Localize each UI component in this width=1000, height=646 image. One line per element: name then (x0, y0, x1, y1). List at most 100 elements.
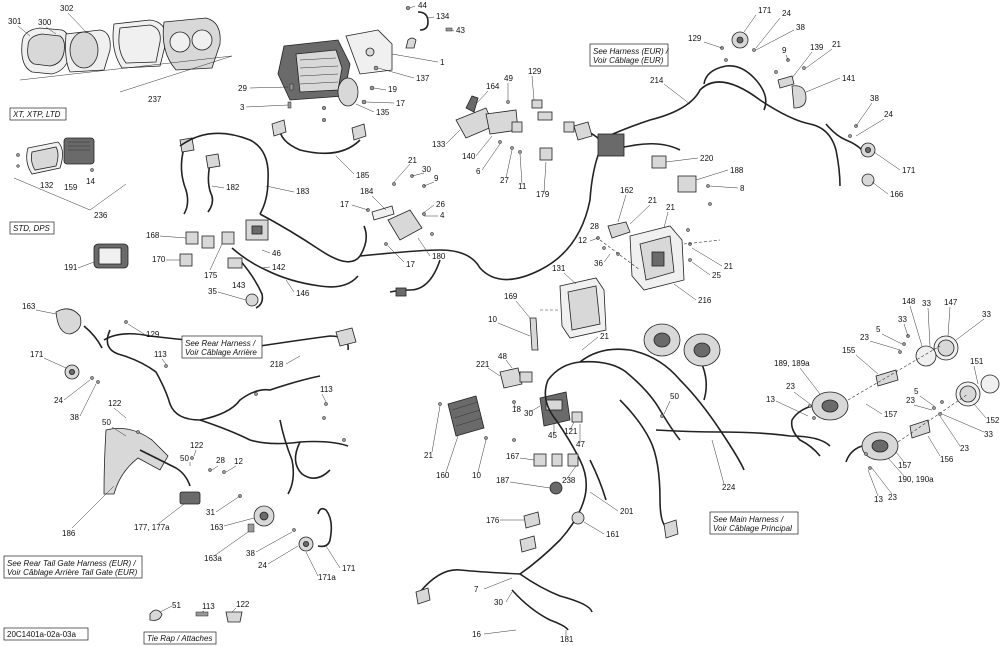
callout-185: 185 (356, 171, 370, 180)
svg-text:Voir Câblage Principal: Voir Câblage Principal (713, 524, 792, 533)
callout-19: 19 (388, 85, 397, 94)
switch-179 (539, 147, 553, 161)
callout-167: 167 (506, 452, 520, 461)
callout-12b: 12 (234, 457, 243, 466)
callout-238: 238 (562, 476, 576, 485)
callout-224: 224 (722, 483, 736, 492)
callout-181: 181 (560, 635, 574, 644)
svg-text:STD, DPS: STD, DPS (13, 224, 51, 233)
callout-30c: 30 (494, 598, 503, 607)
callout-3: 3 (240, 103, 245, 112)
light-171-right (860, 142, 876, 158)
svg-text:Tie Rap / Attaches: Tie Rap / Attaches (147, 634, 212, 643)
bracket-155 (875, 369, 899, 387)
callout-50a: 50 (102, 418, 111, 427)
ring-147 (933, 335, 959, 361)
callout-16: 16 (472, 630, 481, 639)
bracket-169 (529, 317, 539, 351)
callout-26: 26 (436, 200, 445, 209)
callout-1: 1 (440, 58, 445, 67)
tail-gate-group: 50 122 50 28 12 31 186 177, 177a 163 163… (3, 418, 356, 582)
bracket-221 (499, 367, 523, 389)
svg-text:See Rear Harness /: See Rear Harness / (185, 339, 256, 348)
callout-30: 30 (422, 165, 431, 174)
callout-159: 159 (64, 183, 78, 192)
callout-148: 148 (902, 297, 916, 306)
callout-113c: 113 (202, 602, 215, 611)
callout-38-right: 38 (870, 94, 879, 103)
callout-151: 151 (970, 357, 984, 366)
label-box-see-harness-eur: See Harness (EUR) / Voir Câblage (EUR) (589, 43, 669, 67)
callout-21c: 21 (666, 203, 675, 212)
svg-text:20C1401a-02a-03a: 20C1401a-02a-03a (7, 630, 76, 639)
callout-147: 147 (944, 298, 958, 307)
callout-23b: 23 (786, 382, 795, 391)
callout-302: 302 (60, 4, 74, 13)
callout-183: 183 (296, 187, 310, 196)
module-45 (539, 391, 571, 427)
callout-146: 146 (296, 289, 310, 298)
callout-122b: 122 (190, 441, 204, 450)
callout-23e: 23 (888, 493, 897, 502)
module-220 (597, 133, 625, 157)
callout-17b: 17 (340, 200, 349, 209)
gauge-bezel-132 (26, 141, 63, 175)
gauge-bezel-301 (21, 27, 71, 75)
callout-134: 134 (436, 12, 450, 21)
sensor-162 (607, 221, 631, 239)
callout-27: 27 (500, 176, 509, 185)
callout-21f: 21 (600, 332, 609, 341)
callout-49: 49 (504, 74, 513, 83)
callout-21e: 21 (832, 40, 841, 49)
callout-122c: 122 (236, 600, 250, 609)
label-box-see-main-harness: See Main Harness / Voir Câblage Principa… (709, 511, 799, 535)
callout-46: 46 (272, 249, 281, 258)
callout-11: 11 (518, 182, 527, 191)
svg-text:Voir Câblage Arrière Tail Gate: Voir Câblage Arrière Tail Gate (EUR) (7, 568, 138, 577)
callout-300: 300 (38, 18, 52, 27)
svg-text:See Rear Tail Gate Harness (EU: See Rear Tail Gate Harness (EUR) / (7, 559, 136, 568)
callout-160: 160 (436, 471, 450, 480)
std-gauge-group: 132 159 14 236 STD, DPS 191 (9, 137, 129, 272)
light-166 (861, 173, 875, 187)
relay-167 (533, 453, 547, 467)
headlight-189 (811, 391, 849, 421)
bracket-186 (103, 427, 169, 495)
callout-187: 187 (496, 476, 510, 485)
callout-18: 18 (512, 405, 521, 414)
callout-214: 214 (650, 76, 664, 85)
callout-188: 188 (730, 166, 744, 175)
relay-170 (179, 253, 193, 267)
bracket-156 (909, 419, 931, 439)
callout-113b: 113 (320, 385, 333, 394)
callout-29: 29 (238, 84, 247, 93)
callout-50b: 50 (180, 454, 189, 463)
callout-122a: 122 (108, 399, 122, 408)
callout-21d: 21 (724, 262, 733, 271)
callout-38-left: 38 (70, 413, 79, 422)
callout-170: 170 (152, 255, 166, 264)
callout-21b: 21 (648, 196, 657, 205)
callout-236: 236 (94, 211, 108, 220)
diagram-code-box: 20C1401a-02a-03a (3, 627, 89, 641)
callout-51: 51 (172, 601, 181, 610)
callout-182: 182 (226, 183, 240, 192)
callout-33a: 33 (922, 299, 931, 308)
svg-text:Voir Câblage Arrière: Voir Câblage Arrière (185, 348, 257, 357)
callout-191: 191 (64, 263, 78, 272)
callout-23d: 23 (960, 444, 969, 453)
light-177 (179, 491, 201, 505)
winch-group: 44 134 43 1 137 19 17 135 29 3 185 (238, 1, 465, 180)
callout-113a: 113 (154, 350, 167, 359)
callout-28: 28 (590, 222, 599, 231)
light-171-left (64, 364, 80, 380)
callout-6: 6 (476, 167, 481, 176)
connector-143 (227, 257, 243, 269)
callout-7: 7 (474, 585, 479, 594)
callout-129b: 129 (688, 34, 702, 43)
callout-33b: 33 (982, 310, 991, 319)
callout-38d: 38 (246, 549, 255, 558)
hook-134 (405, 5, 429, 31)
display-191 (93, 243, 129, 269)
callout-5a: 5 (876, 325, 881, 334)
